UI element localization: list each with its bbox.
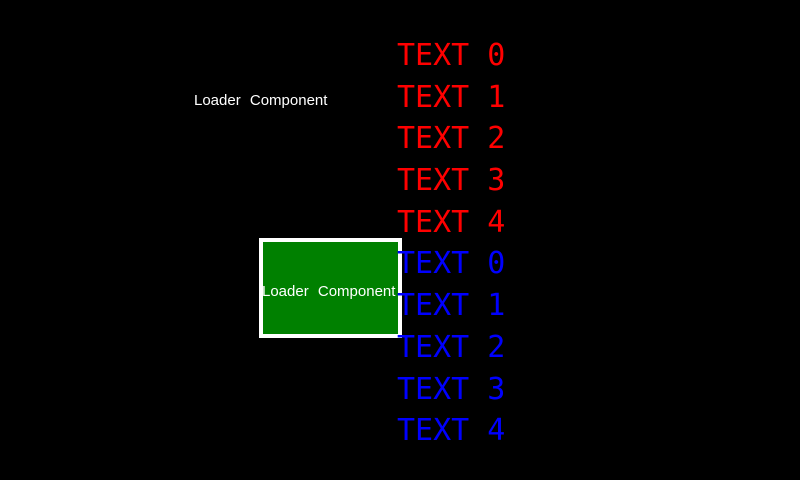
- text-list-item[interactable]: TEXT 1: [397, 288, 506, 324]
- text-list-item[interactable]: TEXT 4: [397, 204, 506, 240]
- text-list-item[interactable]: TEXT 0: [397, 38, 506, 73]
- text-list-item[interactable]: TEXT 3: [397, 163, 506, 199]
- text-list: TEXT 0 TEXT 1 TEXT 2 TEXT 3 TEXT 4 TEXT …: [397, 35, 505, 452]
- text-list-item[interactable]: TEXT 2: [397, 329, 506, 365]
- loader-panel[interactable]: Loader Component: [259, 238, 402, 338]
- loader-component-label: Loader Component: [194, 92, 328, 109]
- text-list-item[interactable]: TEXT 4: [397, 413, 506, 449]
- text-list-item[interactable]: TEXT 3: [397, 371, 506, 407]
- text-list-item[interactable]: TEXT 0: [397, 246, 506, 282]
- text-list-item[interactable]: TEXT 2: [397, 121, 506, 157]
- loader-panel-label: Loader Component: [262, 283, 396, 300]
- text-list-item[interactable]: TEXT 1: [397, 79, 506, 115]
